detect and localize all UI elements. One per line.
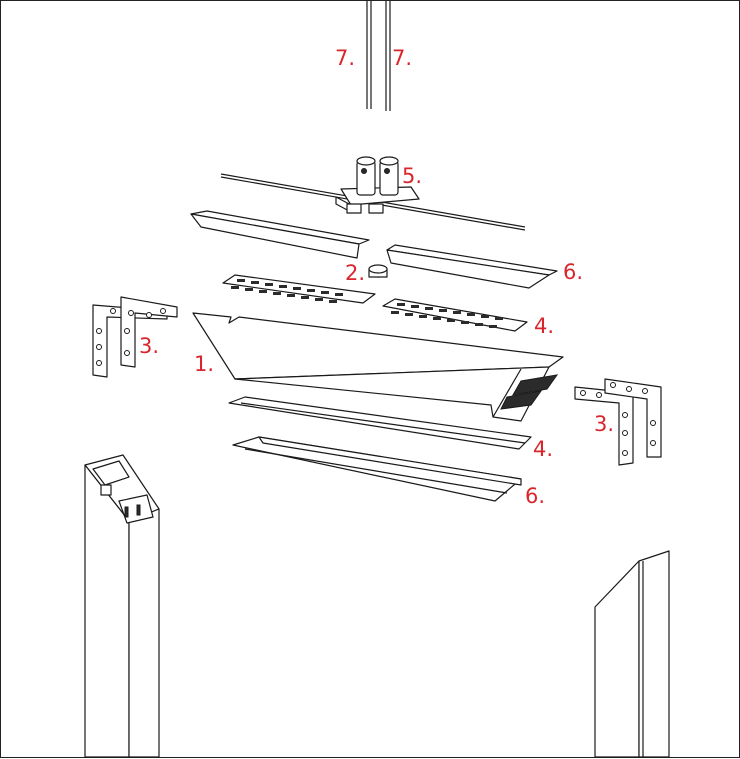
- connector: [368, 264, 388, 278]
- main-profile: [192, 312, 564, 422]
- callout-bracket-right: 3.: [594, 412, 614, 436]
- hanger-post-right: [379, 160, 399, 196]
- pad-bottom: [228, 396, 532, 450]
- callout-cover-bottom: 6.: [525, 484, 545, 508]
- callout-rod-right: 7.: [392, 46, 412, 70]
- corner-brackets-left: [92, 296, 178, 378]
- callout-hanger: 5.: [402, 164, 422, 188]
- hanger-clip-right: [368, 203, 384, 214]
- cover-top-left: [190, 210, 370, 259]
- callout-pad-bottom: 4.: [533, 437, 553, 461]
- hanger-assembly: [220, 156, 526, 231]
- column-post-right: [594, 550, 670, 758]
- hanger-screw-left: [361, 168, 367, 174]
- hanger-screw-right: [384, 168, 390, 174]
- hanger-post-left: [356, 160, 376, 196]
- callout-pad-right: 4.: [534, 314, 554, 338]
- hanger-clip-left: [346, 203, 362, 214]
- callout-labels: 7. 7. 5. 2. 6. 4. 3. 1. 3. 4. 6.: [139, 46, 614, 508]
- callout-profile: 1.: [194, 352, 214, 376]
- cover-top-right: [386, 244, 558, 289]
- hanger-post-left-top: [356, 156, 376, 166]
- callout-connector: 2.: [345, 261, 365, 285]
- column-post-left: [84, 454, 160, 758]
- cover-bottom: [232, 436, 522, 502]
- suspension-rods: [366, 1, 391, 111]
- hanger-post-right-top: [379, 156, 399, 166]
- corner-brackets-right: [574, 378, 662, 466]
- pad-top-left: [222, 274, 376, 304]
- callout-rod-left: 7.: [335, 46, 355, 70]
- callout-cover-top-right: 6.: [563, 260, 583, 284]
- callout-bracket-left: 3.: [139, 334, 159, 358]
- pad-top-right: [382, 298, 528, 332]
